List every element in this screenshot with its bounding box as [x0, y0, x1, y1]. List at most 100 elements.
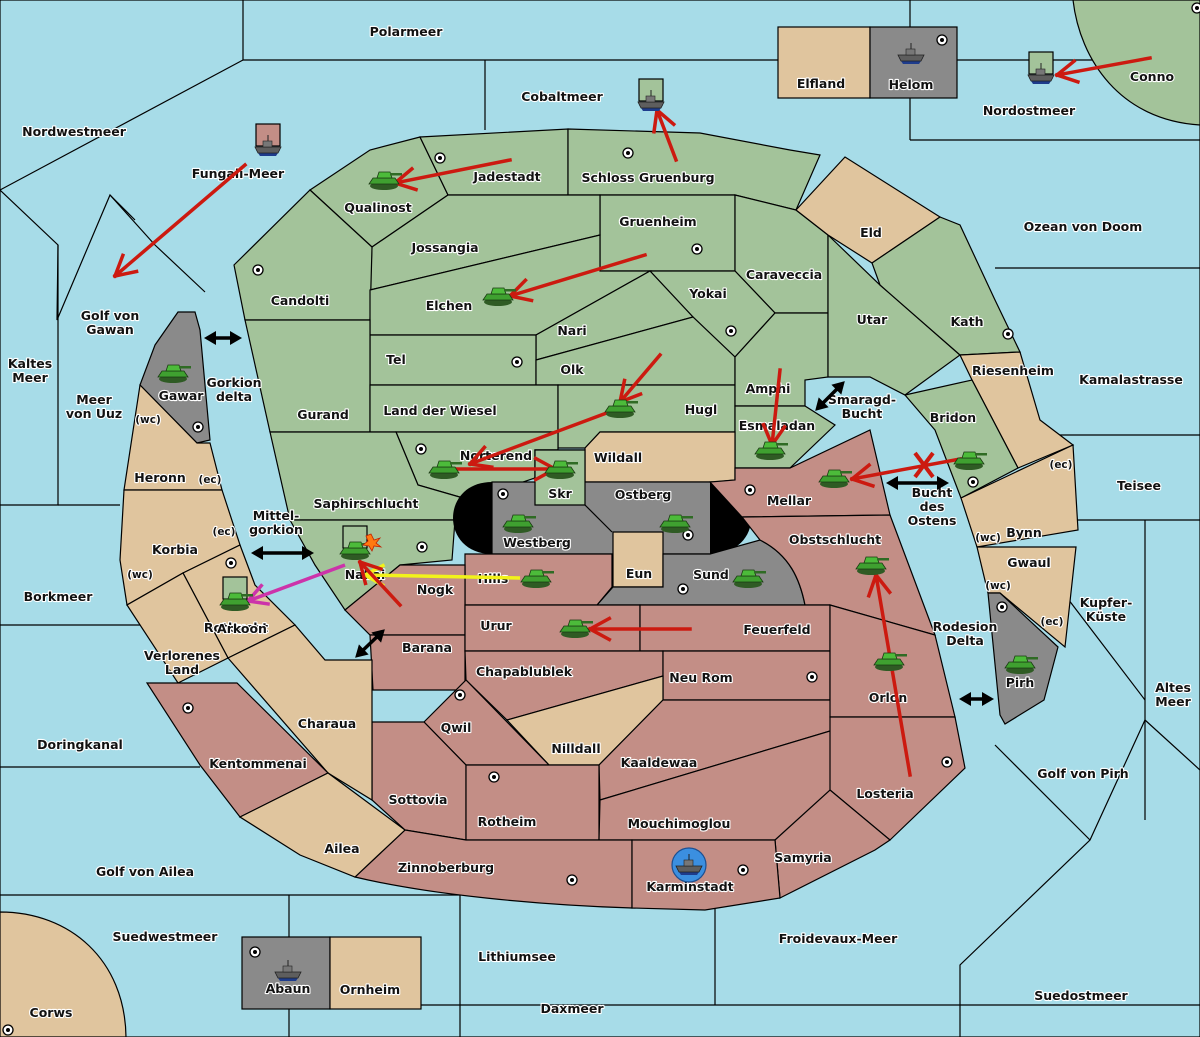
label-yokai: Yokai: [688, 286, 727, 301]
label-candolti: Candolti: [271, 293, 330, 308]
canal-link-arrow-icon: [355, 629, 385, 658]
tank-unit-ostberg[interactable]: [659, 514, 693, 533]
supply-center-icon: [806, 671, 818, 683]
tank-icon: [219, 592, 253, 611]
tank-unit-sund[interactable]: [732, 569, 766, 588]
fleet-unit-abaun[interactable]: [274, 960, 302, 981]
label-losteria: Losteria: [856, 786, 913, 801]
label-suedostmeer: Suedostmeer: [1034, 988, 1128, 1003]
region-gruenheim[interactable]: [599, 194, 736, 272]
ship-icon: [637, 90, 665, 111]
region-bridon[interactable]: [903, 379, 1019, 499]
fleet-unit-helom[interactable]: [897, 43, 925, 64]
region-candolti[interactable]: [233, 189, 373, 321]
tank-unit-skr[interactable]: [544, 460, 578, 479]
region-ailea[interactable]: [238, 772, 406, 878]
tank-icon: [559, 619, 593, 638]
label-eld: Eld: [860, 225, 882, 240]
tank-icon: [818, 469, 852, 488]
arrowhead: [112, 253, 126, 279]
arrowhead: [587, 626, 612, 642]
tank-unit-obstschlucht[interactable]: [855, 556, 889, 575]
label-polarmeer: Polarmeer: [370, 24, 444, 39]
supply-center-icon: [967, 476, 979, 488]
supply-center-icon: [936, 34, 948, 46]
label-qwil: Qwil: [441, 720, 472, 735]
tank-unit-qualinost[interactable]: [368, 171, 402, 190]
tank-icon: [368, 171, 402, 190]
arrowhead: [587, 616, 612, 632]
tank-unit-arkoon[interactable]: [219, 576, 253, 611]
coast-marker-heronn: (wc): [135, 414, 161, 426]
order-retreat-nabai-to-arkoon: [246, 563, 346, 606]
tank-icon: [544, 460, 578, 479]
tank-unit-gawar[interactable]: [157, 364, 191, 383]
fleet-unit-fungali-meer[interactable]: [254, 123, 282, 156]
label-sund: Sund: [693, 567, 729, 582]
order-move-feuerfeld-to-urur: [587, 616, 692, 642]
label-lithiumsee: Lithiumsee: [478, 949, 556, 964]
region-ornheim[interactable]: [329, 936, 422, 1010]
region-heronn[interactable]: [123, 383, 223, 491]
tank-unit-mellar[interactable]: [818, 469, 852, 488]
tank-unit-westberg[interactable]: [502, 514, 536, 533]
region-karminstadt[interactable]: [631, 839, 781, 911]
units-layer: [157, 43, 1055, 981]
arrowhead: [507, 293, 534, 303]
order-move-hugl-to-norterend: [467, 405, 623, 470]
fleet-unit-karminstadt[interactable]: [671, 847, 707, 883]
label-ailea: Ailea: [324, 841, 359, 856]
supply-center-icon: [691, 243, 703, 255]
tank-unit-orlon[interactable]: [873, 652, 907, 671]
tank-unit-elchen[interactable]: [482, 287, 516, 306]
tank-unit-bridon[interactable]: [953, 451, 987, 470]
arrowhead: [1054, 72, 1081, 85]
tank-unit-nabai[interactable]: [339, 525, 383, 560]
supply-center-icon: [488, 771, 500, 783]
label-kupfer-kueste: Kupfer-Küste: [1080, 595, 1133, 624]
label-golf-von-ailea: Golf von Ailea: [96, 864, 194, 879]
fleet-unit-nordostmeer[interactable]: [1027, 51, 1055, 84]
label-mittelgorkion: Mittel-gorkion: [249, 508, 303, 537]
region-corws[interactable]: [0, 911, 127, 1037]
region-bynn[interactable]: [960, 444, 1079, 548]
ship-icon: [274, 960, 302, 981]
region-losteria[interactable]: [829, 716, 966, 841]
label-nogk: Nogk: [417, 582, 454, 597]
region-conno[interactable]: [1072, 0, 1200, 126]
supply-center-icon: [225, 557, 237, 569]
supply-center-icon: [566, 874, 578, 886]
supply-center-icon: [622, 147, 634, 159]
tank-unit-esmaladan[interactable]: [754, 441, 788, 460]
order-move-gruenheim-to-elchen: [507, 252, 648, 303]
label-feuerfeld: Feuerfeld: [743, 622, 810, 637]
region-elfland[interactable]: [777, 26, 871, 99]
fleet-unit-cobaltmeer[interactable]: [637, 78, 665, 111]
tank-unit-hugl[interactable]: [604, 399, 638, 418]
tank-icon: [157, 364, 191, 383]
region-gwaul[interactable]: [976, 546, 1077, 649]
tank-unit-hills[interactable]: [520, 569, 554, 588]
label-jadestadt: Jadestadt: [472, 169, 540, 184]
arrowhead: [357, 559, 368, 586]
order-move-nogk-to-nabai: [357, 559, 403, 608]
coast-marker-gwaul: (wc): [985, 580, 1011, 592]
tank-unit-pirh[interactable]: [1004, 655, 1038, 674]
label-ornheim: Ornheim: [340, 982, 400, 997]
tank-unit-norterend[interactable]: [428, 460, 462, 479]
label-kaaldewaa: Kaaldewaa: [621, 755, 698, 770]
tank-unit-urur[interactable]: [559, 619, 593, 638]
region-kath[interactable]: [871, 216, 1021, 356]
tank-icon: [754, 441, 788, 460]
label-gruenheim: Gruenheim: [619, 214, 696, 229]
tank-icon: [855, 556, 889, 575]
arrowhead: [654, 107, 677, 127]
label-kath: Kath: [951, 314, 984, 329]
